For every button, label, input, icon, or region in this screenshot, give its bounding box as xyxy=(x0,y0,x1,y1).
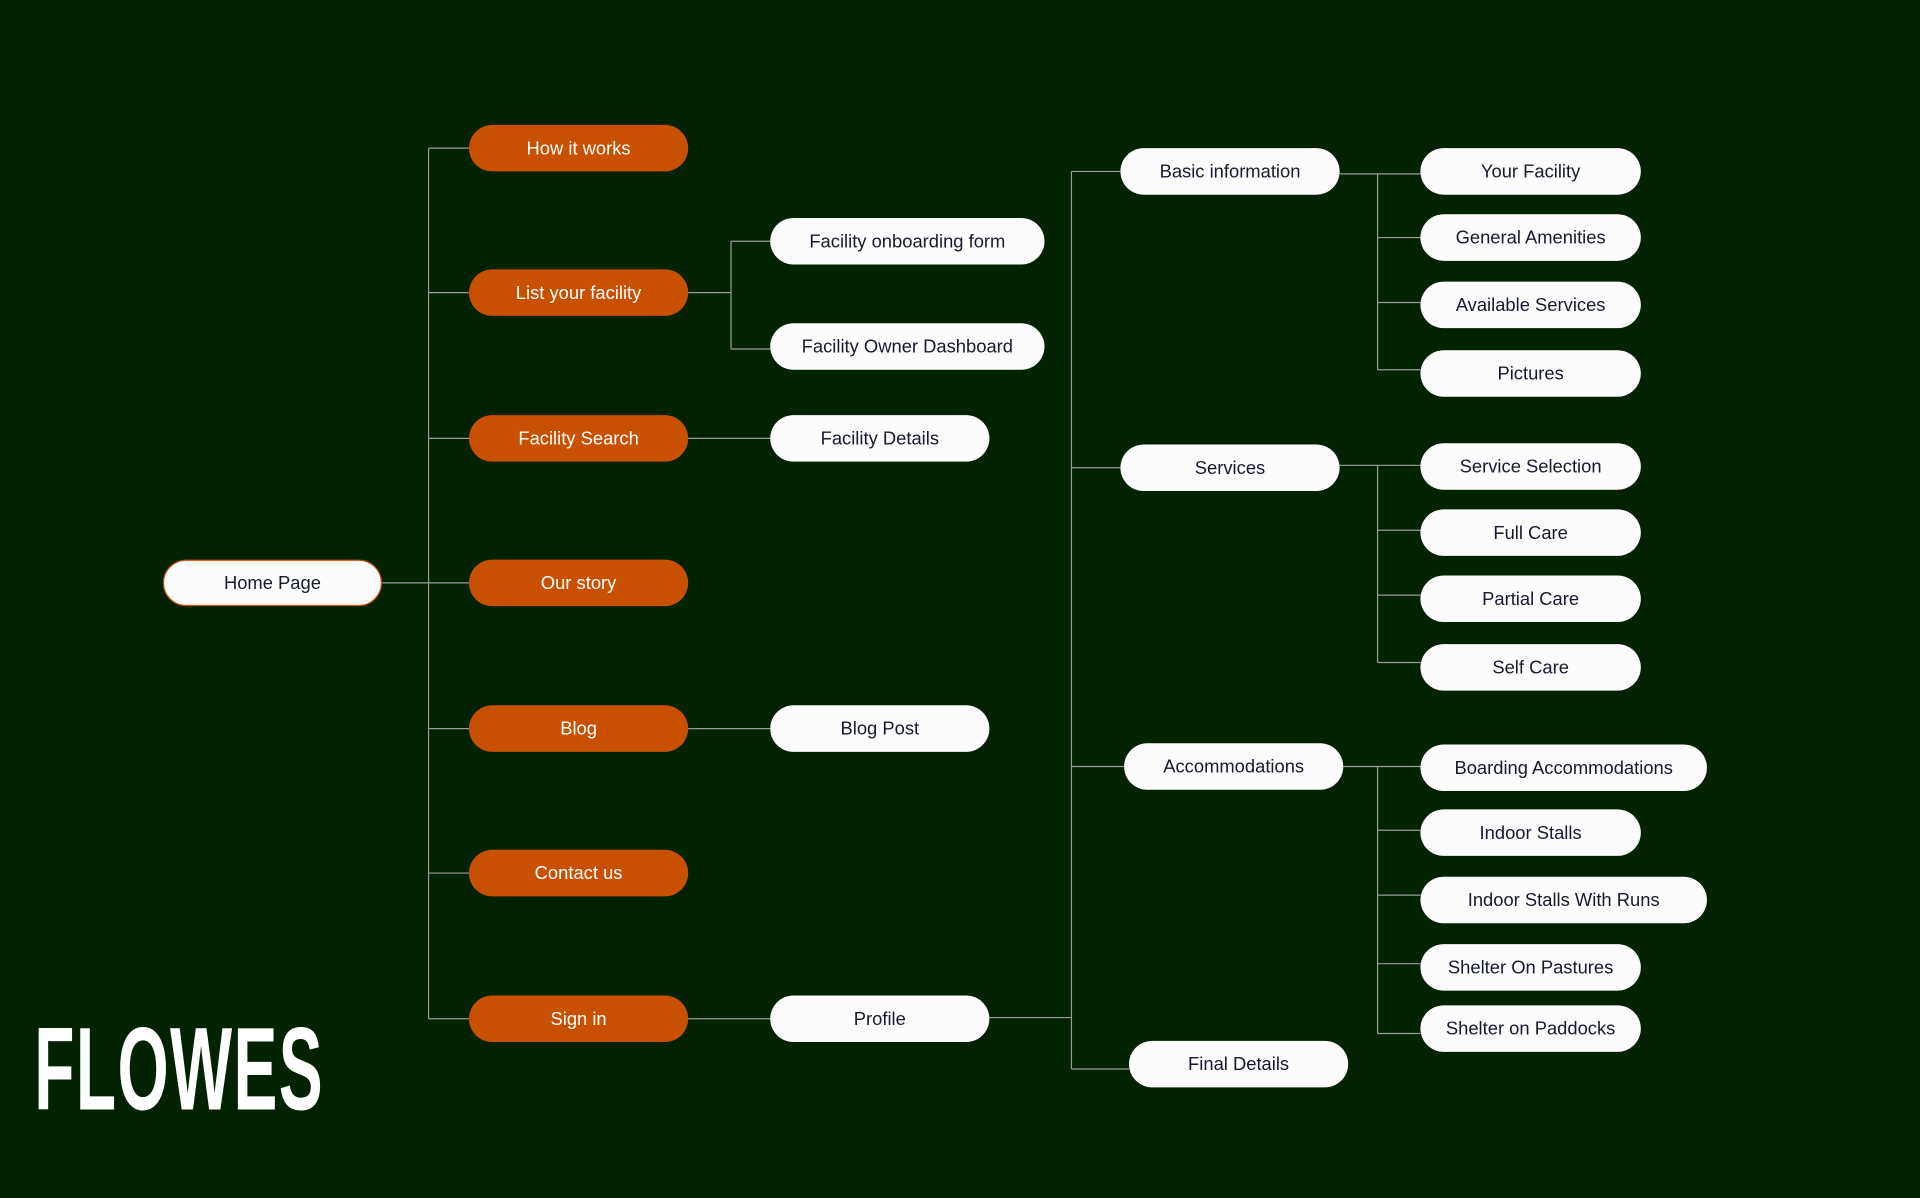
node-how-it-works[interactable]: How it works xyxy=(468,124,689,172)
node-label: List your facility xyxy=(515,282,642,304)
node-label: Pictures xyxy=(1497,363,1564,384)
node-your-facility[interactable]: Your Facility xyxy=(1420,148,1641,195)
node-list-facility[interactable]: List your facility xyxy=(468,269,689,316)
node-shelter-paddocks[interactable]: Shelter on Paddocks xyxy=(1420,1005,1641,1052)
node-owner-dashboard[interactable]: Facility Owner Dashboard xyxy=(770,323,1045,370)
node-label: Full Care xyxy=(1493,522,1568,544)
node-facility-details[interactable]: Facility Details xyxy=(770,415,990,462)
node-service-selection[interactable]: Service Selection xyxy=(1420,443,1641,490)
node-label: Facility onboarding form xyxy=(809,230,1006,252)
node-label: Indoor Stalls With Runs xyxy=(1467,889,1660,911)
node-indoor-stalls-runs[interactable]: Indoor Stalls With Runs xyxy=(1420,876,1707,924)
node-final-details[interactable]: Final Details xyxy=(1128,1040,1349,1088)
node-label: Our story xyxy=(540,572,617,594)
node-label: Facility Search xyxy=(518,427,639,449)
flowes-logo: FLOWES xyxy=(34,1004,325,1136)
node-label: How it works xyxy=(526,137,631,159)
node-label: Services xyxy=(1194,457,1266,479)
node-label: Service Selection xyxy=(1459,456,1602,477)
node-home[interactable]: Home Page xyxy=(162,559,383,607)
node-onboarding-form[interactable]: Facility onboarding form xyxy=(770,217,1045,265)
node-accommodations[interactable]: Accommodations xyxy=(1124,743,1344,790)
node-services[interactable]: Services xyxy=(1120,444,1340,492)
node-available-services[interactable]: Available Services xyxy=(1420,281,1641,329)
node-facility-search[interactable]: Facility Search xyxy=(468,415,689,462)
node-blog[interactable]: Blog xyxy=(468,705,689,752)
node-label: Indoor Stalls xyxy=(1479,822,1582,844)
node-shelter-pastures[interactable]: Shelter On Pastures xyxy=(1420,944,1641,991)
node-label: Accommodations xyxy=(1163,756,1305,777)
node-pictures[interactable]: Pictures xyxy=(1420,350,1641,397)
node-profile[interactable]: Profile xyxy=(770,995,990,1043)
node-our-story[interactable]: Our story xyxy=(468,559,689,607)
node-label: Blog xyxy=(560,718,597,739)
node-contact-us[interactable]: Contact us xyxy=(468,849,689,897)
node-label: Available Services xyxy=(1455,294,1606,316)
node-indoor-stalls[interactable]: Indoor Stalls xyxy=(1420,809,1641,856)
node-boarding-accommodations[interactable]: Boarding Accommodations xyxy=(1420,744,1707,792)
node-sign-in[interactable]: Sign in xyxy=(468,995,689,1043)
node-label: Facility Owner Dashboard xyxy=(801,336,1014,357)
node-label: Final Details xyxy=(1188,1053,1290,1075)
node-blog-post[interactable]: Blog Post xyxy=(770,705,990,752)
node-label: Shelter on Paddocks xyxy=(1445,1018,1616,1039)
node-label: Contact us xyxy=(534,862,623,884)
node-label: Partial Care xyxy=(1482,588,1580,610)
node-basic-information[interactable]: Basic information xyxy=(1120,148,1340,195)
node-label: Self Care xyxy=(1492,656,1569,678)
node-label: Basic information xyxy=(1159,161,1301,182)
node-self-care[interactable]: Self Care xyxy=(1420,644,1641,691)
node-label: Blog Post xyxy=(840,718,920,739)
node-label: Profile xyxy=(853,1008,906,1030)
node-label: Your Facility xyxy=(1480,161,1581,182)
node-label: Shelter On Pastures xyxy=(1447,956,1614,978)
node-general-amenities[interactable]: General Amenities xyxy=(1420,214,1641,261)
node-label: Sign in xyxy=(550,1008,607,1030)
node-partial-care[interactable]: Partial Care xyxy=(1420,575,1641,623)
node-label: Home Page xyxy=(223,572,321,594)
node-label: Facility Details xyxy=(820,427,940,449)
node-full-care[interactable]: Full Care xyxy=(1420,509,1641,556)
node-label: General Amenities xyxy=(1455,227,1606,248)
node-label: Boarding Accommodations xyxy=(1454,757,1673,779)
